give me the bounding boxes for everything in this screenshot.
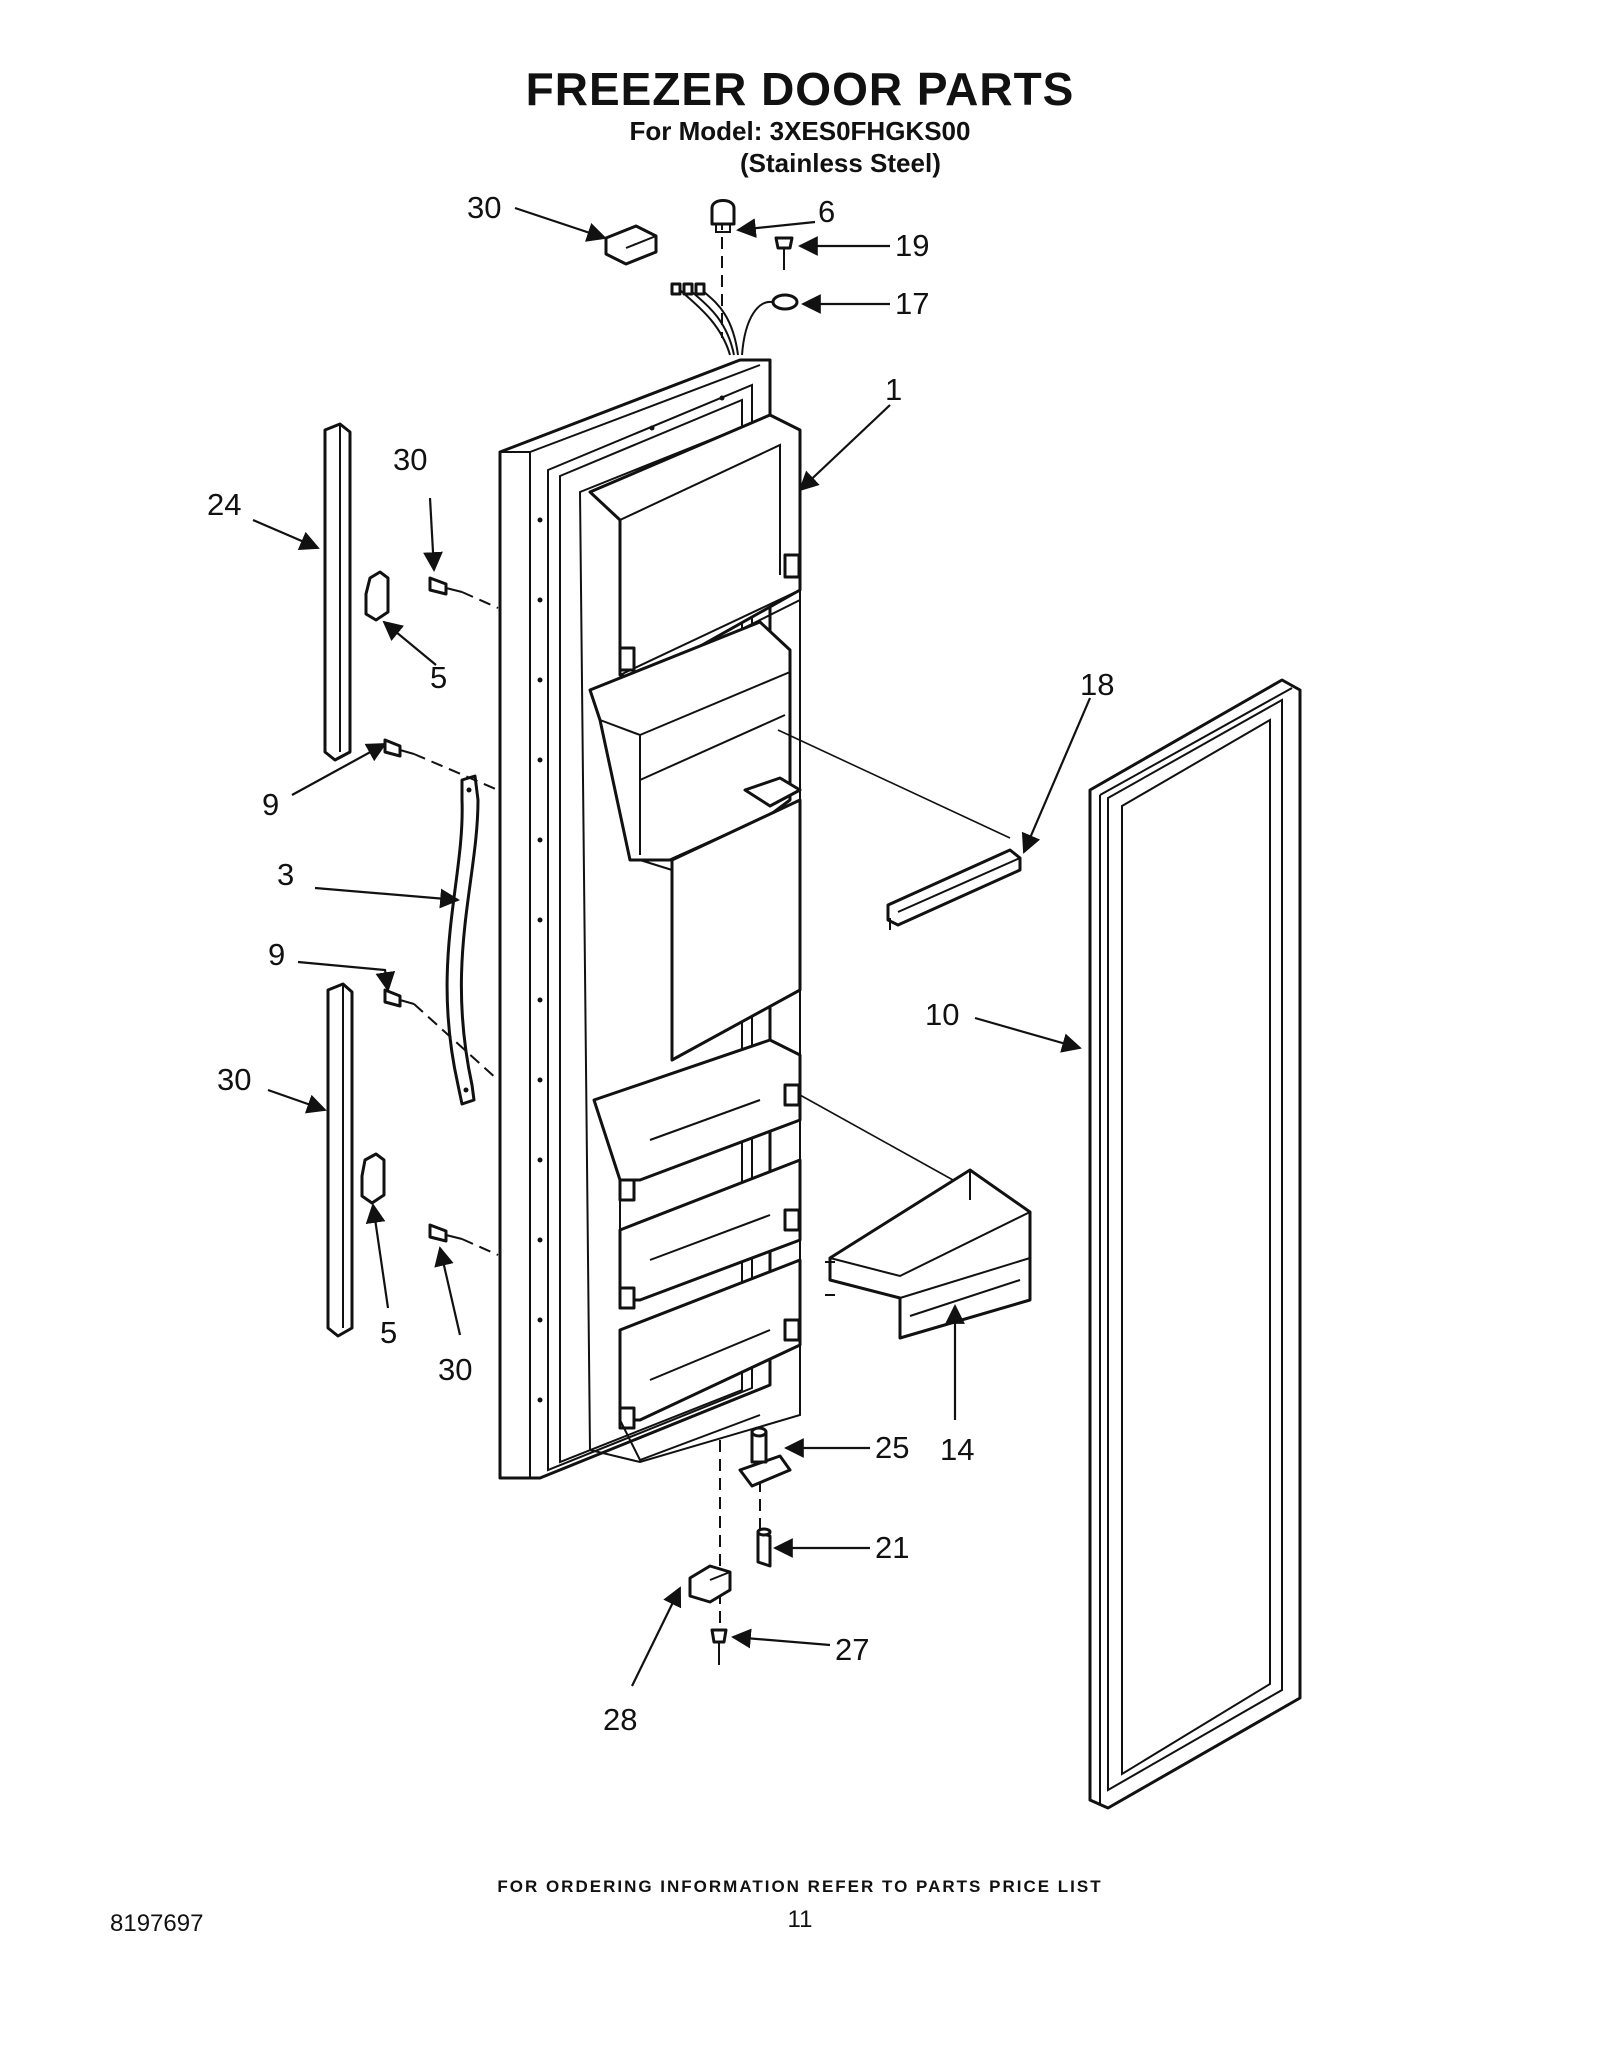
part-19-screw (774, 236, 794, 270)
model-line: For Model: 3XES0FHGKS00 (629, 116, 971, 146)
door-screw-holes (537, 395, 725, 1403)
page-title: FREEZER DOOR PARTS (525, 63, 1075, 115)
part-24-upper-trim (323, 422, 352, 762)
callout-1: 1 (885, 372, 902, 407)
finish-label: (Stainless Steel) (740, 148, 941, 178)
part-18-track (886, 848, 1022, 930)
callout-6: 6 (818, 194, 835, 229)
callout-9-upper: 9 (262, 787, 279, 822)
leader-arrows (252, 206, 1092, 1687)
callout-18: 18 (1080, 667, 1114, 702)
callout-9-lower: 9 (268, 937, 285, 972)
document-number: 8197697 (110, 1910, 204, 1937)
part-21-screw (756, 1527, 772, 1568)
part-5-upper-clip (364, 570, 390, 622)
callout-5-lower: 5 (380, 1315, 397, 1350)
part-30-lower-screw (428, 1223, 463, 1243)
part-10-gasket (1088, 678, 1302, 1810)
ordering-note: FOR ORDERING INFORMATION REFER TO PARTS … (497, 1877, 1103, 1896)
callout-29: 30 (217, 1062, 251, 1097)
callout-19: 19 (895, 228, 929, 263)
part-3-handle (445, 774, 480, 1106)
callout-5-upper: 5 (430, 660, 447, 695)
callout-3: 3 (277, 857, 294, 892)
door-assembly (498, 358, 802, 1480)
part-9-upper-screw (383, 738, 415, 758)
part-30-upper-screw (428, 576, 463, 596)
part-5-lower-clip (360, 1152, 386, 1205)
callout-27: 27 (835, 1632, 869, 1667)
part-29-lower-trim (326, 982, 354, 1338)
callout-30-upper: 30 (393, 442, 427, 477)
callout-28: 28 (603, 1702, 637, 1737)
callout-21: 21 (875, 1530, 909, 1565)
page-number: 11 (787, 1906, 813, 1933)
part-17-ring-terminal (771, 293, 799, 311)
part-28-bracket (688, 1564, 732, 1604)
reference-lines (413, 218, 1011, 1630)
callout-17: 17 (895, 286, 929, 321)
part-25-hinge-pin (738, 1426, 792, 1488)
callout-24: 24 (207, 487, 241, 522)
callout-26: 30 (467, 190, 501, 225)
callout-30-lower: 30 (438, 1352, 472, 1387)
callout-14: 14 (940, 1432, 974, 1467)
part-26-connector (604, 224, 658, 266)
part-27-screw (710, 1628, 728, 1665)
wire-harness (670, 282, 773, 356)
part-14-door-bin (825, 1168, 1032, 1340)
callout-25: 25 (875, 1430, 909, 1465)
callout-labels: 30 6 19 17 1 30 24 5 18 9 3 9 10 30 5 30… (207, 190, 1114, 1737)
callout-10: 10 (925, 997, 959, 1032)
part-9-lower-screw (383, 988, 415, 1008)
part-6-button (710, 199, 736, 233)
